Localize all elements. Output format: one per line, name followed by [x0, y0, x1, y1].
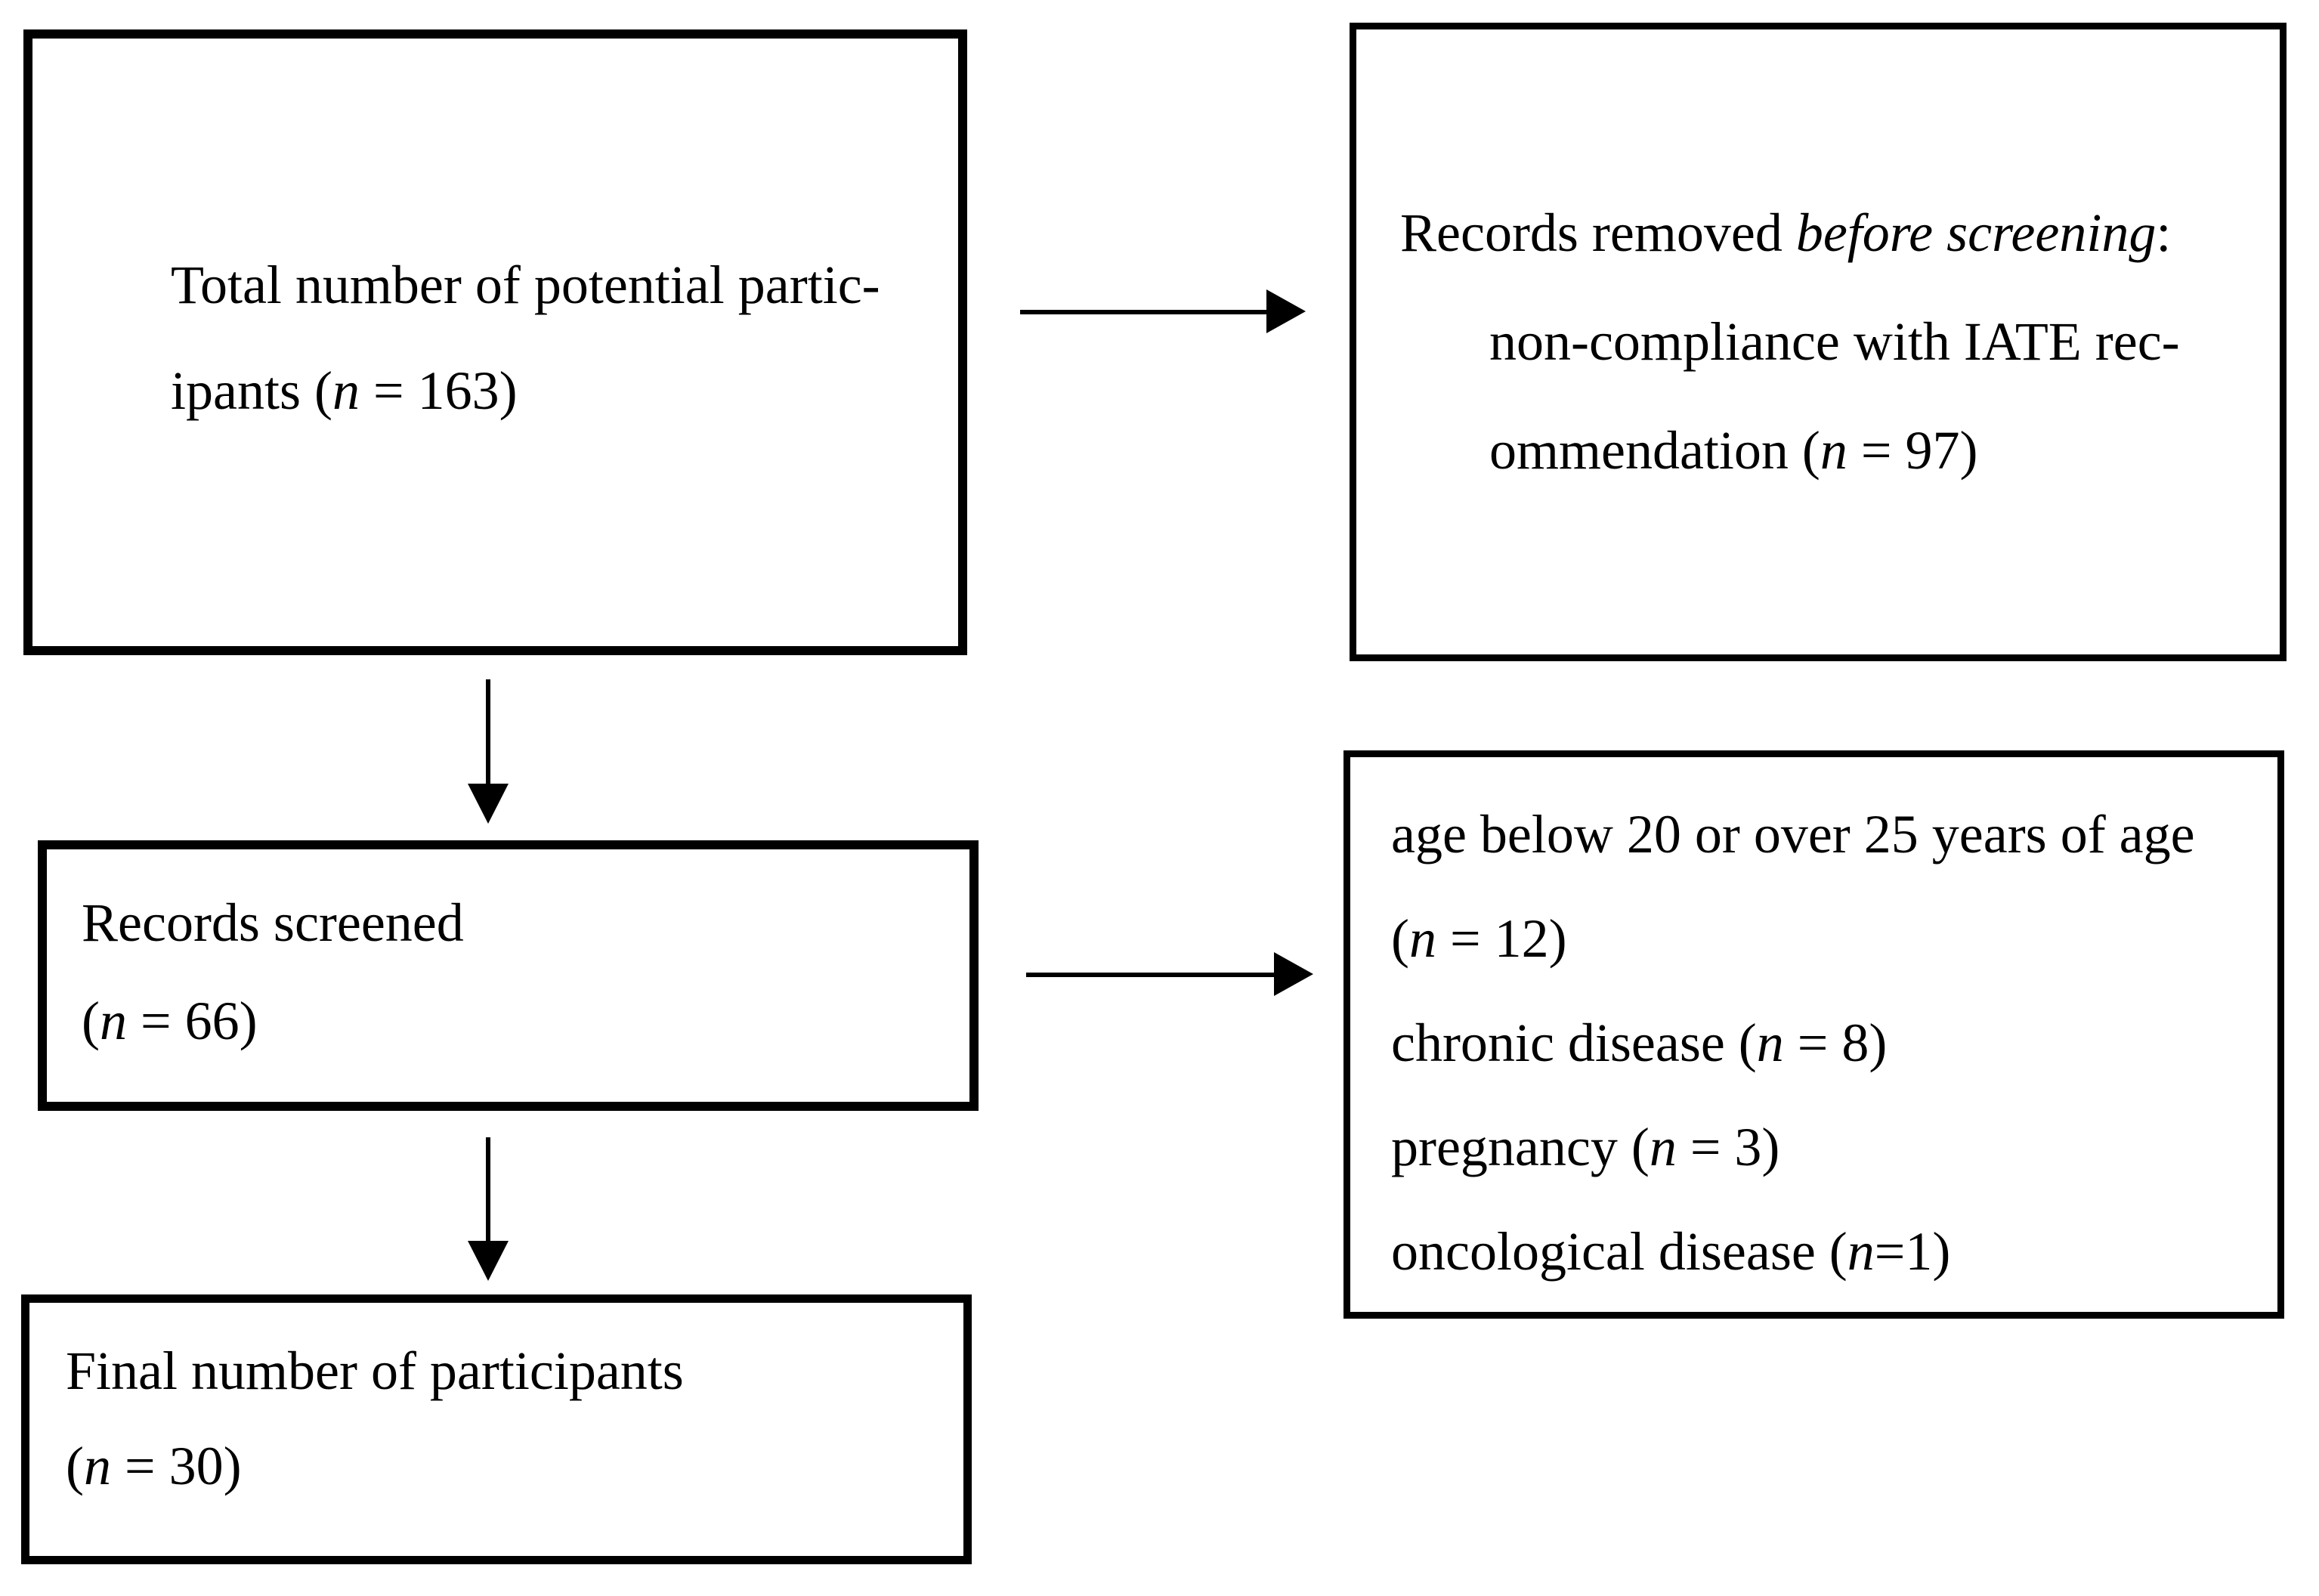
n-variable: n: [1408, 908, 1436, 969]
arrowhead-right-icon: [1274, 952, 1313, 996]
text-segment: chronic disease (: [1391, 1013, 1757, 1073]
box-removed-line-1: Records removed before screening:: [1400, 178, 2257, 287]
box-final-participants: Final number of participants (n = 30): [21, 1294, 972, 1564]
box-exclusions-line-4: pregnancy (n = 3): [1391, 1095, 2255, 1199]
n-variable: n: [83, 1436, 111, 1496]
arrow-shaft: [486, 1137, 490, 1241]
text-segment: Final number of participants: [66, 1341, 684, 1401]
box-final-line-1: Final number of participants: [66, 1323, 941, 1418]
text-segment: = 97): [1847, 420, 1978, 481]
box-exclusions-line-1: age below 20 or over 25 years of age: [1391, 782, 2255, 886]
text-segment: (: [1391, 908, 1409, 969]
text-segment: = 163): [359, 360, 518, 421]
text-segment: Total number of potential partic-: [171, 255, 880, 315]
n-variable: n: [1820, 420, 1847, 481]
text-segment: Records removed: [1400, 203, 1796, 263]
box-exclusion-reasons: age below 20 or over 25 years of age (n …: [1343, 750, 2284, 1319]
box-total-line-2: ipants (n = 163): [171, 338, 913, 444]
text-segment: ipants (: [171, 360, 332, 421]
text-segment: = 30): [110, 1436, 242, 1496]
n-variable: n: [1649, 1117, 1677, 1177]
text-segment: oncological disease (: [1391, 1221, 1847, 1282]
box-screened-line-1: Records screened: [82, 874, 947, 972]
text-segment: = 8): [1783, 1013, 1888, 1073]
box-total-participants: Total number of potential partic- ipants…: [23, 29, 967, 655]
box-records-removed: Records removed before screening: non-co…: [1350, 23, 2287, 661]
box-removed-line-3: ommendation (n = 97): [1489, 396, 2257, 505]
text-segment: (: [66, 1436, 84, 1496]
text-segment: age below 20 or over 25 years of age: [1391, 804, 2195, 865]
arrowhead-down-icon: [468, 784, 509, 824]
box-removed-line-2: non-compliance with IATE rec-: [1489, 287, 2257, 396]
text-segment: :: [2156, 203, 2172, 263]
n-variable: n: [99, 991, 127, 1051]
box-exclusions-line-3: chronic disease (n = 8): [1391, 991, 2255, 1095]
box-records-screened: Records screened (n = 66): [38, 840, 979, 1111]
n-variable: n: [1847, 1221, 1875, 1282]
text-segment: Records screened: [82, 892, 464, 953]
text-segment: non-compliance with IATE rec-: [1489, 311, 2180, 372]
text-segment: ommendation (: [1489, 420, 1820, 481]
box-total-line-1: Total number of potential partic-: [171, 232, 913, 338]
box-final-line-2: (n = 30): [66, 1418, 941, 1514]
arrow-shaft: [1020, 310, 1266, 314]
n-variable: n: [1756, 1013, 1784, 1073]
text-segment: =1): [1874, 1221, 1951, 1282]
arrowhead-down-icon: [468, 1241, 509, 1281]
text-segment: = 3): [1676, 1117, 1780, 1177]
emphasis-text: before screening: [1795, 203, 2157, 263]
arrow-shaft: [486, 679, 490, 784]
text-segment: pregnancy (: [1391, 1117, 1650, 1177]
box-exclusions-line-2: (n = 12): [1391, 886, 2255, 991]
box-exclusions-line-5: oncological disease (n=1): [1391, 1199, 2255, 1304]
text-segment: = 66): [126, 991, 258, 1051]
text-segment: = 12): [1436, 908, 1567, 969]
n-variable: n: [332, 360, 360, 421]
text-segment: (: [82, 991, 100, 1051]
arrow-shaft: [1026, 973, 1274, 977]
box-screened-line-2: (n = 66): [82, 972, 947, 1070]
arrowhead-right-icon: [1266, 289, 1306, 333]
